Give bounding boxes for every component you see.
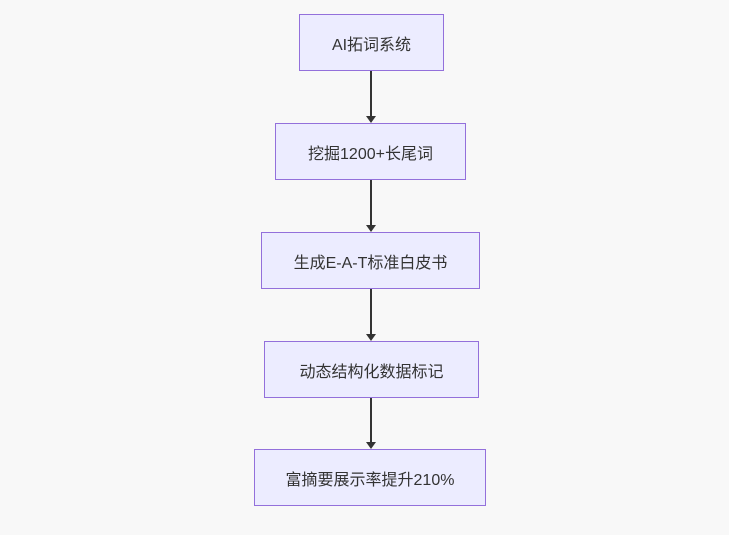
flow-node-label: 挖掘1200+长尾词 — [308, 145, 433, 163]
flow-node-label: AI拓词系统 — [331, 36, 412, 54]
flow-edge-1 — [365, 71, 377, 123]
flow-node-longtail-mining: 挖掘1200+长尾词 — [275, 123, 466, 180]
flow-node-structured-data-markup: 动态结构化数据标记 — [264, 341, 479, 398]
flow-node-label: 动态结构化数据标记 — [299, 363, 444, 381]
edge-line — [370, 180, 372, 226]
flow-node-ai-keyword-system: AI拓词系统 — [299, 14, 444, 71]
flow-edge-2 — [365, 180, 377, 232]
arrowhead-down-icon — [366, 334, 376, 341]
flow-node-eat-whitepaper: 生成E-A-T标准白皮书 — [261, 232, 480, 289]
flow-node-label: 生成E-A-T标准白皮书 — [293, 254, 448, 272]
flow-edge-3 — [365, 289, 377, 341]
edge-line — [370, 289, 372, 335]
flow-edge-4 — [365, 398, 377, 449]
arrowhead-down-icon — [366, 225, 376, 232]
flow-node-label: 富摘要展示率提升210% — [285, 471, 455, 489]
arrowhead-down-icon — [366, 116, 376, 123]
edge-line — [370, 398, 372, 443]
edge-line — [370, 71, 372, 117]
flow-node-rich-snippet-result: 富摘要展示率提升210% — [254, 449, 486, 506]
arrowhead-down-icon — [366, 442, 376, 449]
